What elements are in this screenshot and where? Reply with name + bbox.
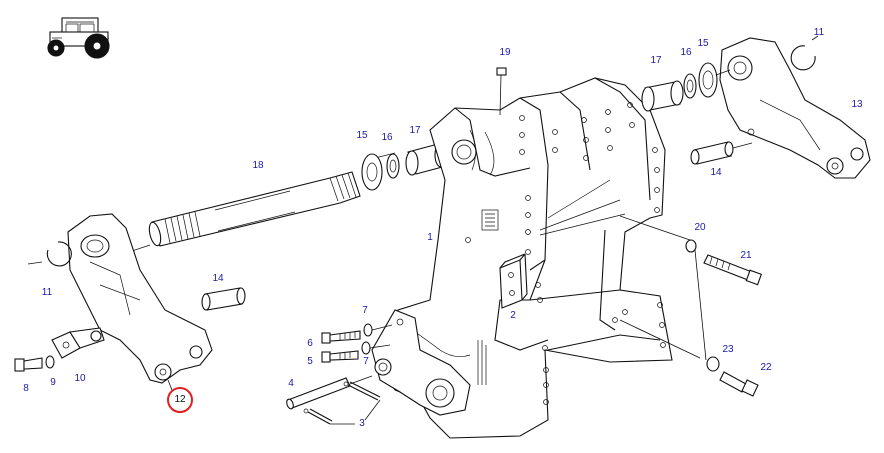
callout-7-upper[interactable]: 7: [362, 305, 368, 316]
callout-13[interactable]: 13: [851, 99, 863, 110]
grease-nipple: [496, 67, 507, 116]
shaft: [104, 152, 396, 261]
callout-17-right[interactable]: 17: [650, 55, 662, 66]
callout-16-left[interactable]: 16: [381, 132, 393, 143]
callout-11-right[interactable]: 11: [813, 27, 825, 38]
pin-left: [201, 287, 246, 311]
bolt-21-washer-20: [619, 215, 763, 286]
callout-14-right[interactable]: 14: [710, 167, 722, 178]
callout-23[interactable]: 23: [722, 344, 734, 355]
callout-9[interactable]: 9: [50, 377, 56, 388]
bolt-plate-assembly: [14, 327, 105, 372]
callout-11-left[interactable]: 11: [41, 287, 53, 298]
snap-ring-left: [27, 241, 72, 267]
callout-1[interactable]: 1: [427, 232, 433, 243]
bolts-5-6: [321, 323, 393, 363]
callout-6[interactable]: 6: [307, 338, 313, 349]
main-housing: [379, 77, 673, 439]
bolt-22-washer-23: [619, 249, 759, 397]
callout-15-left[interactable]: 15: [356, 130, 368, 141]
callout-8[interactable]: 8: [23, 383, 29, 394]
highlight-ring: [167, 387, 193, 413]
callout-4[interactable]: 4: [288, 378, 294, 389]
callout-16-right[interactable]: 16: [680, 47, 692, 58]
snap-ring-right: [790, 35, 819, 71]
callout-7-lower[interactable]: 7: [363, 356, 369, 367]
callout-12[interactable]: 12: [174, 394, 186, 405]
pin: [286, 375, 373, 410]
callout-2[interactable]: 2: [510, 310, 516, 321]
tractor-icon: [47, 17, 110, 59]
callout-20[interactable]: 20: [694, 222, 706, 233]
bracket: [499, 253, 528, 309]
lower-arm-bracket: [371, 309, 471, 416]
callout-10[interactable]: 10: [74, 373, 86, 384]
callout-22[interactable]: 22: [760, 362, 772, 373]
washer-set-right: [641, 62, 731, 112]
lift-arm-right: [719, 37, 871, 179]
split-pins: [303, 381, 381, 425]
callout-3[interactable]: 3: [359, 418, 365, 429]
callout-14-left[interactable]: 14: [212, 273, 224, 284]
washer-set-left: [361, 142, 448, 191]
callout-21[interactable]: 21: [740, 250, 752, 261]
callout-5[interactable]: 5: [307, 356, 313, 367]
pin-right: [690, 141, 753, 165]
callout-18[interactable]: 18: [252, 160, 264, 171]
callout-15-right[interactable]: 15: [697, 38, 709, 49]
callout-17-left[interactable]: 17: [409, 125, 421, 136]
lift-arm-left: [67, 213, 213, 391]
callout-19[interactable]: 19: [499, 47, 511, 58]
